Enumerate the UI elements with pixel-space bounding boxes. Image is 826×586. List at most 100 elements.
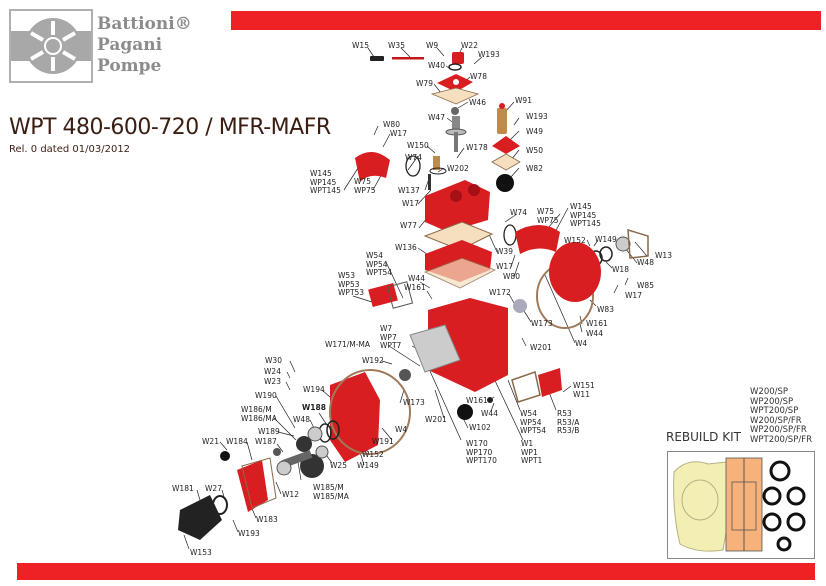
part-label-w149: W149 [595, 235, 617, 244]
part-label-w80: W80 [383, 120, 400, 129]
kit-code: WPT200/SP/FR [750, 434, 812, 445]
part-label-w24: W24 [264, 367, 281, 376]
part-label-w75: W75 WP75 [537, 207, 559, 225]
part-label-w85: W85 [637, 281, 654, 290]
part-label-w185: W185/M W185/MA [313, 483, 349, 501]
part-label-w201: W201 [425, 415, 447, 424]
part-label-w40: W40 [428, 61, 445, 70]
logo-wheel-icon [11, 11, 91, 81]
part-label-w170: W170 WP170 WPT170 [466, 439, 497, 465]
part-label-w54: W54 WP54 WPT54 [366, 251, 393, 277]
part-label-w18: W18 [612, 265, 629, 274]
part-label-w153: W153 [190, 548, 212, 557]
part-label-w150: W150 [407, 141, 429, 150]
part-label-w136: W136 [395, 243, 417, 252]
part-label-w35: W35 [388, 41, 405, 50]
part-label-w44: W44 [481, 409, 498, 418]
part-label-w173: W173 [531, 319, 553, 328]
part-label-w12: W12 [282, 490, 299, 499]
company-logo [9, 9, 93, 83]
kit-code: WPT200/SP [750, 406, 799, 417]
part-label-w145: W145 WP145 WPT145 [570, 202, 601, 228]
rebuild-kit-image [667, 451, 815, 559]
part-label-w75: W75 WP75 [354, 177, 376, 195]
part-label-w9: W9 [426, 41, 439, 50]
part-label-w172: W172 [489, 288, 511, 297]
part-label-w17: W17 [625, 291, 642, 300]
part-label-w183: W183 [256, 515, 278, 524]
brand-line-2: Pagani [97, 35, 163, 55]
part-label-w39: W39 [496, 247, 513, 256]
part-label-w91: W91 [515, 96, 532, 105]
part-label-w53: W53 WP53 WPT53 [338, 271, 365, 297]
part-label-w44: W44 [408, 274, 425, 283]
part-label-w77: W77 [400, 221, 417, 230]
part-label-w173: W173 [403, 398, 425, 407]
part-label-w188: W188 [302, 403, 326, 412]
part-label-w152: W152 [564, 236, 586, 245]
part-label-w48: W48 [293, 415, 310, 424]
part-label-w191: W191 [372, 437, 394, 446]
part-label-w145: W145 WP145 WPT145 [310, 169, 341, 195]
rebuild-kit-title: REBUILD KIT [666, 430, 741, 444]
part-label-w7: W7 WP7 WPT7 [380, 324, 402, 350]
kit-code: W200/SP/FR [750, 415, 802, 426]
part-label-w48: W48 [637, 258, 654, 267]
part-label-w46: W46 [469, 98, 486, 107]
part-label-w82: W82 [526, 164, 543, 173]
part-label-w193: W193 [526, 112, 548, 121]
part-label-w23: W23 [264, 377, 281, 386]
part-label-w47: W47 [428, 113, 445, 122]
part-label-w193: W193 [478, 50, 500, 59]
part-label-w79: W79 [416, 79, 433, 88]
part-label-w74: W74 [510, 208, 527, 217]
part-label-w78: W78 [470, 72, 487, 81]
kit-code: WP200/SP/FR [750, 425, 807, 436]
part-label-w161: W161 [586, 319, 608, 328]
part-label-w25: W25 [330, 461, 347, 470]
part-label-w54: W54 WP54 WPT54 [520, 409, 547, 435]
part-label-w161: W161 [404, 283, 426, 292]
part-label-w189: W189 [258, 427, 280, 436]
part-label-w190: W190 [255, 391, 277, 400]
part-label-w17: W17 [496, 262, 513, 271]
part-label-r53: R53 R53/A R53/B [557, 409, 580, 435]
part-label-w193: W193 [238, 529, 260, 538]
part-label-w149: W149 [357, 461, 379, 470]
part-label-w178: W178 [466, 143, 488, 152]
part-label-w137: W137 [398, 186, 420, 195]
part-label-w187: W187 [255, 437, 277, 446]
part-label-w161: W161 [466, 396, 488, 405]
part-label-w1: W1 WP1 WPT1 [521, 439, 543, 465]
part-label-w201: W201 [530, 343, 552, 352]
part-label-w17: W17 [390, 129, 407, 138]
part-label-w4: W4 [575, 339, 588, 348]
brand-line-1: Battioni® [97, 14, 192, 34]
part-label-w192: W192 [362, 356, 384, 365]
rebuild-kit-codes: W200/SP WP200/SP WPT200/SP W200/SP/FR WP… [750, 387, 812, 446]
top-accent-bar [231, 11, 821, 30]
part-label-w83: W83 [597, 305, 614, 314]
bottom-accent-bar [17, 563, 815, 580]
part-label-w21: W21 [202, 437, 219, 446]
part-label-w186: W186/M W186/MA [241, 405, 277, 423]
part-label-w184: W184 [226, 437, 248, 446]
part-label-w27: W27 [205, 484, 222, 493]
part-label-w74: W74 [405, 153, 422, 162]
brand-line-3: Pompe [97, 56, 162, 76]
kit-code: W200/SP [750, 387, 789, 397]
part-label-w15: W15 [352, 41, 369, 50]
part-label-w102: W102 [469, 423, 491, 432]
part-label-w152: W152 [362, 450, 384, 459]
part-label-w80: W80 [503, 272, 520, 281]
part-label-w202: W202 [447, 164, 469, 173]
kit-code: WP200/SP [750, 396, 794, 407]
part-label-w194: W194 [303, 385, 325, 394]
part-label-w151: W151 W11 [573, 381, 595, 399]
part-label-w44: W44 [586, 329, 603, 338]
part-label-w171: W171/M-MA [325, 340, 371, 349]
part-label-w50: W50 [526, 146, 543, 155]
part-label-w181: W181 [172, 484, 194, 493]
part-label-w49: W49 [526, 127, 543, 136]
